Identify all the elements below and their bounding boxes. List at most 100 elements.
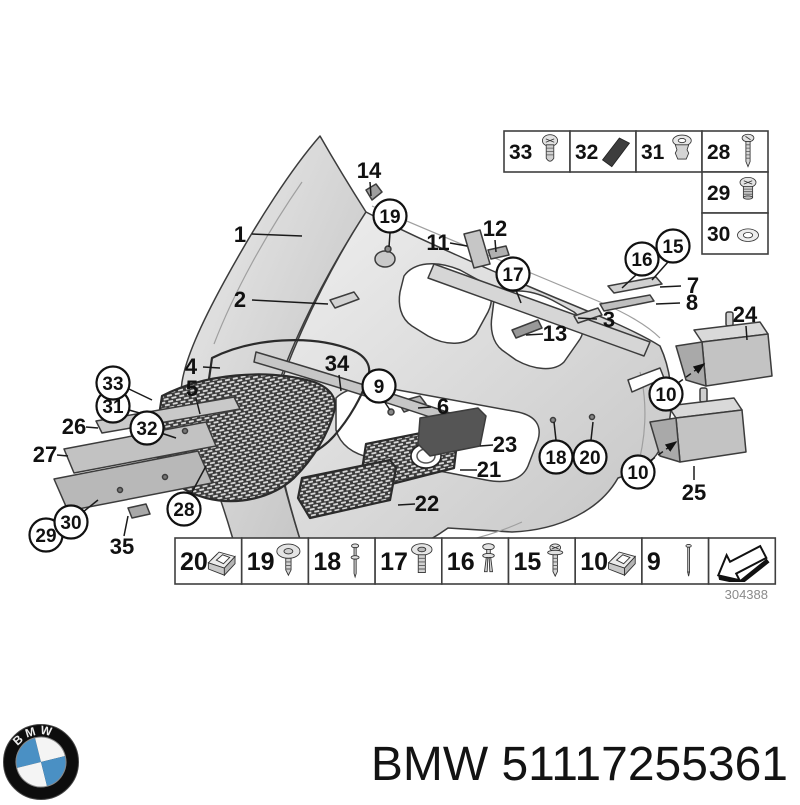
leader-line-4: [202, 366, 221, 369]
leader-line-8: [655, 302, 681, 305]
cell-number-29: 29: [707, 182, 730, 205]
parts-table-cell-33: [503, 130, 571, 173]
leader-line-20: [590, 421, 594, 441]
leader-line-34: [338, 374, 342, 392]
towing-eye-cover-art: [374, 250, 396, 268]
leader-line-15: [651, 261, 669, 281]
washer-icon: [737, 228, 759, 242]
callout-6: 6: [437, 394, 449, 419]
clip-art-14: [365, 183, 383, 201]
parts-table-cell-16: [440, 537, 510, 585]
plate-bolt: [181, 427, 189, 435]
callout-8: 8: [686, 290, 698, 315]
callout-13: 13: [543, 321, 567, 346]
leader-line-19: [388, 232, 391, 248]
diagram-ref-number: 304388: [725, 587, 768, 602]
side-grille-art-22: [296, 458, 398, 520]
callout-35: 35: [110, 534, 134, 559]
callout-32: 32: [136, 419, 157, 440]
logo-quadrant: [16, 737, 41, 769]
callout-16: 16: [631, 250, 652, 271]
leader-line-35: [123, 515, 129, 537]
callout-19: 19: [379, 207, 400, 228]
leader-line-26: [85, 426, 99, 429]
callout-28: 28: [173, 500, 194, 521]
leader-line-12: [494, 239, 497, 253]
leader-line-7: [659, 285, 682, 288]
callout-7: 7: [687, 273, 699, 298]
callout-circle-33: [95, 365, 131, 401]
leader-line-11: [449, 242, 468, 247]
leader-line-17: [515, 289, 522, 304]
leader-line-23: [479, 444, 494, 447]
part-number-text: BMW 51117255361: [371, 738, 788, 791]
callout-circle-30: [53, 504, 89, 540]
bracket-art-13: [511, 319, 543, 339]
parts-table-cell-29: [701, 171, 769, 214]
gasket-strip-art-7: [607, 276, 663, 294]
callout-circle-16: [624, 241, 660, 277]
callout-circle-9: [361, 368, 397, 404]
leader-line-16: [621, 273, 638, 289]
callout-33: 33: [102, 374, 123, 395]
callout-circle-19: [372, 198, 408, 234]
logo-quadrant: [16, 762, 48, 787]
callout-22: 22: [415, 491, 439, 516]
cell-number-18: 18: [313, 548, 341, 576]
cell-number-30: 30: [707, 223, 730, 246]
cell-number-31: 31: [641, 141, 665, 164]
leader-line-30: [82, 499, 99, 513]
callout-11: 11: [426, 230, 449, 255]
callout-circle-32: [129, 410, 165, 446]
callout-15: 15: [662, 237, 684, 258]
shell-contour-line: [213, 181, 303, 345]
parts-table-cell-32: [569, 130, 637, 173]
callout-29: 29: [35, 526, 56, 547]
callout-9: 9: [374, 377, 385, 398]
callout-21: 21: [477, 457, 501, 482]
leader-line-27: [56, 454, 69, 457]
callout-circle-17: [495, 256, 531, 292]
bracket-art-12: [487, 245, 510, 260]
callout-26: 26: [62, 414, 86, 439]
parts-table-cell-19: [240, 537, 310, 585]
leader-line-24: [745, 325, 748, 341]
callout-34: 34: [325, 351, 350, 376]
callout-circle-28: [166, 491, 202, 527]
leader-line-3: [577, 317, 598, 320]
parts-table-cell-17: [374, 537, 443, 585]
callout-12: 12: [483, 216, 507, 241]
callout-20: 20: [579, 448, 600, 469]
rivet-dot-9: [387, 408, 395, 416]
cell-number-9: 9: [647, 548, 661, 576]
callout-3: 3: [603, 307, 615, 332]
leader-line-1: [251, 233, 303, 237]
cell-number-19: 19: [247, 548, 275, 576]
callout-10: 10: [627, 463, 648, 484]
leader-line-14: [369, 181, 372, 197]
callout-25: 25: [682, 480, 706, 505]
callout-27: 27: [33, 442, 57, 467]
bmw-logo: BMW: [3, 719, 79, 800]
bracket-art-11: [463, 229, 491, 269]
leader-line-13: [525, 333, 544, 336]
leader-line-18: [553, 421, 557, 441]
plate-base-lower-art-35: [53, 450, 213, 512]
cell-number-10: 10: [580, 548, 608, 576]
leader-line-28: [190, 465, 207, 495]
leader-line-10: [649, 441, 678, 462]
bracket-right-upper-art-24: [675, 311, 773, 387]
callout-circle-10: [620, 454, 656, 490]
cell-number-32: 32: [575, 141, 598, 164]
cell-number-16: 16: [447, 548, 475, 576]
gasket-strip-art-8: [599, 294, 655, 312]
callout-5: 5: [186, 376, 198, 401]
plate-bolt: [116, 486, 124, 494]
callout-18: 18: [545, 448, 566, 469]
logo-quadrant: [41, 755, 66, 787]
fascia-top-crease: [371, 205, 661, 339]
callout-30: 30: [60, 513, 81, 534]
